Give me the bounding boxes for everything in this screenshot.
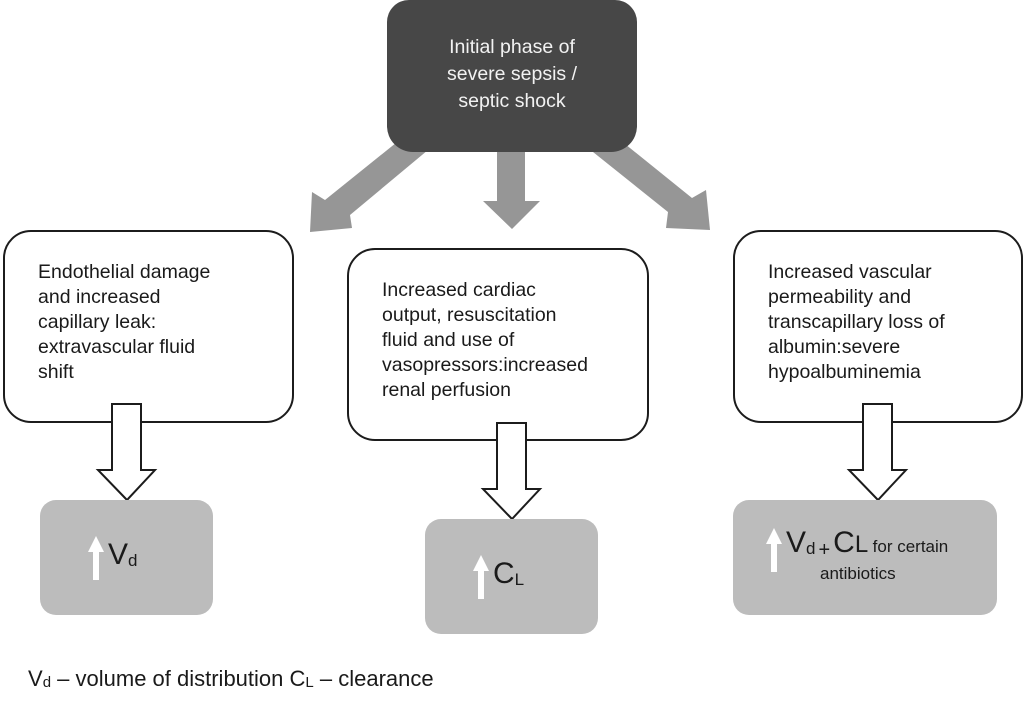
up-arrow-icon [766,528,782,572]
legend-c-letter: C [289,666,306,691]
legend-cl-definition: – clearance [319,666,434,691]
legend-l-subscript: L [305,674,314,691]
note-line: antibiotics [820,564,896,583]
up-arrow-icon [473,554,489,599]
cause-box-cardiac-output: Increased cardiac output, resuscitation … [347,248,649,441]
outline-arrow-left [95,403,158,502]
cl-symbol: CL [493,556,525,595]
c-letter: C [493,556,515,590]
l-subscript: L [854,531,869,558]
cause-line: vasopressors:increased [382,354,588,376]
c-letter: C [833,526,855,559]
d-subscript: d [128,550,138,570]
cause-line: transcapillary loss of [768,311,945,333]
cause-line: and increased [38,286,161,308]
note-line: for certain [872,537,949,556]
plus-sign: + [818,539,831,561]
initial-phase-line: Initial phase of [449,36,575,58]
cause-line: shift [38,361,74,383]
effect-box-vd: Vd [40,500,213,615]
arrow-to-left-cause [310,130,428,232]
d-subscript: d [806,539,816,558]
cause-line: Endothelial damage [38,261,211,283]
cause-line: capillary leak: [38,311,157,333]
cause-line: fluid and use of [382,329,515,351]
initial-phase-line: severe sepsis / [446,63,578,85]
cause-line: renal perfusion [382,379,511,401]
up-arrow-icon [88,535,104,580]
cause-line: extravascular fluid [38,336,196,358]
arrow-to-middle-cause [483,134,540,229]
cause-box-vascular-permeability: Increased vascular permeability and tran… [733,230,1023,423]
vd-cl-line: Vd+CL for certain [786,528,948,562]
v-letter: V [108,537,129,571]
initial-phase-line: septic shock [458,90,566,112]
cause-line: albumin:severe [768,336,901,358]
vd-symbol: Vd [108,537,138,576]
initial-phase-box: Initial phase of severe sepsis / septic … [387,0,637,152]
cause-line: output, resuscitation [382,304,557,326]
cause-line: hypoalbuminemia [768,361,921,383]
vd-cl-text: Vd+CL for certain antibiotics [786,528,948,584]
arrow-to-right-cause [588,127,710,230]
effect-box-cl: CL [425,519,598,634]
cause-box-endothelial: Endothelial damage and increased capilla… [3,230,294,423]
l-subscript: L [514,569,525,589]
cause-line: Increased cardiac [382,279,536,301]
effect-box-vd-cl: Vd+CL for certain antibiotics [733,500,997,615]
legend-v-letter: V [28,666,43,691]
cause-line: Increased vascular [768,261,932,283]
v-letter: V [786,526,807,559]
legend-vd-definition: – volume of distribution [57,666,284,691]
legend: Vd – volume of distribution CL – clearan… [28,666,434,692]
outline-arrow-middle [480,422,543,521]
cause-line: permeability and [768,286,912,308]
legend-d-subscript: d [42,674,52,691]
outline-arrow-right [846,403,909,502]
